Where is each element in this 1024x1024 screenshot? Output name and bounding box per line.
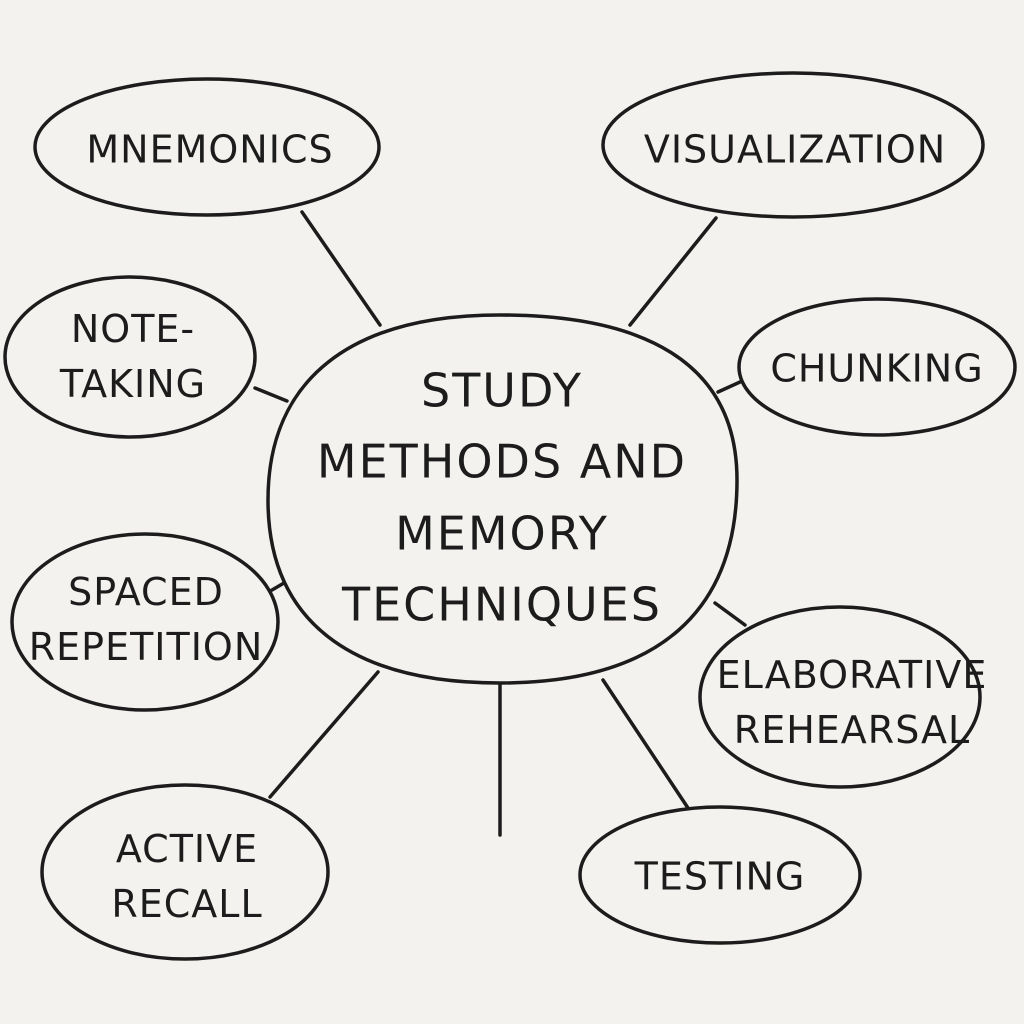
node-elaborative-rehearsal: Elaborative Rehearsal — [717, 648, 988, 758]
node-outline-visualization — [601, 71, 985, 219]
connector-active-recall — [268, 670, 380, 799]
connector-spaced-repetition — [270, 581, 286, 592]
node-outline-testing — [578, 805, 862, 945]
connectors — [253, 210, 747, 837]
node-label: Note- — [70, 306, 196, 351]
node-active-recall: Active Recall — [111, 822, 262, 932]
central-topic-line: Memory — [395, 506, 609, 560]
connector-visualization — [628, 216, 718, 327]
connector-mnemonics — [300, 210, 382, 327]
node-outline-chunking — [737, 297, 1017, 437]
node-label: Mnemonics — [86, 127, 334, 172]
node-label: Active — [115, 826, 259, 871]
central-topic-line: Techniques — [341, 577, 662, 632]
node-note-taking: Note- Taking — [60, 302, 206, 412]
node-label: Visualization — [643, 127, 947, 172]
node-label: Rehearsal — [733, 708, 971, 752]
node-mnemonics: Mnemonics — [86, 122, 333, 177]
node-visualization: Visualization — [644, 122, 946, 177]
node-outline-mnemonics — [33, 77, 381, 217]
node-label: Taking — [59, 362, 207, 406]
node-chunking: Chunking — [770, 341, 983, 396]
node-label: Repetition — [28, 625, 264, 669]
node-label: Elaborative — [716, 652, 988, 697]
node-outline-note-taking — [3, 275, 257, 439]
central-node-outline — [266, 313, 739, 685]
central-topic: Study Methods and Memory Techniques — [317, 355, 687, 640]
connector-elaborative-rehearsal — [713, 601, 747, 627]
node-spaced-repetition: Spaced Repetition — [29, 565, 264, 675]
node-outline-active-recall — [40, 783, 330, 961]
node-label: Spaced — [68, 569, 224, 614]
connector-testing — [601, 678, 690, 810]
connector-note-taking — [253, 386, 289, 403]
central-topic-line: Methods and — [316, 434, 688, 489]
node-outline-spaced-repetition — [10, 532, 280, 712]
node-label: Chunking — [770, 346, 984, 391]
central-topic-line: Study — [421, 363, 583, 418]
connector-chunking — [716, 380, 742, 394]
node-testing: Testing — [635, 849, 806, 904]
node-outline-elaborative-rehearsal — [698, 605, 982, 789]
node-label: Testing — [634, 854, 806, 899]
node-label: Recall — [111, 882, 263, 926]
